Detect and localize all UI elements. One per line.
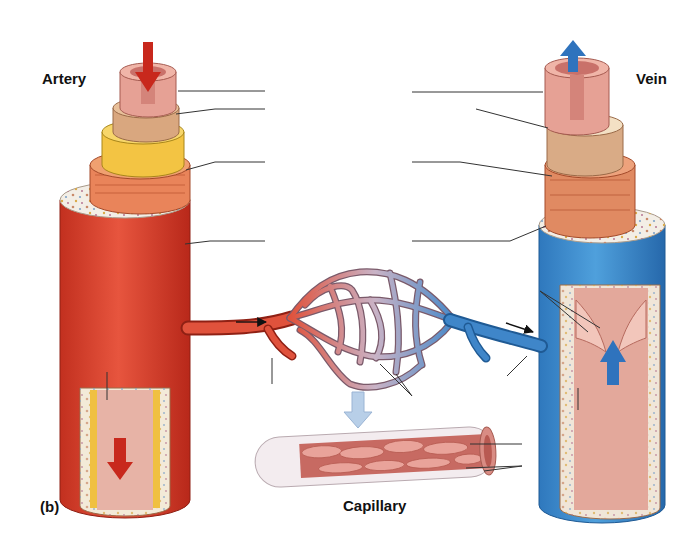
capillary-bed (468, 327, 486, 358)
leader-line (540, 291, 600, 328)
capillary-bed (305, 286, 363, 362)
capillary-figure (479, 427, 497, 476)
leader-line (540, 291, 588, 332)
artery-figure (135, 42, 161, 92)
leader-line (412, 92, 543, 93)
leader-line (507, 356, 527, 376)
leader-line (510, 226, 546, 241)
artery-figure (107, 438, 133, 480)
artery-figure (60, 42, 190, 518)
leader-line (215, 109, 265, 110)
leader-line (186, 162, 215, 170)
vein-figure (600, 340, 626, 385)
panel-letter: (b) (40, 498, 59, 516)
leader-line (578, 388, 579, 410)
capillary-figure (254, 426, 497, 489)
capillary-bed (370, 300, 382, 358)
capillary-figure (454, 453, 482, 464)
capillary-bed (268, 329, 292, 356)
capillary-bed (290, 272, 452, 388)
vessel-title: Capillary (343, 497, 406, 515)
capillary-figure (483, 435, 493, 467)
vein-figure (618, 300, 646, 352)
leader-line (215, 162, 265, 163)
flow-arrow (236, 322, 533, 332)
capillary-figure (364, 459, 404, 471)
leader-line (476, 109, 548, 128)
capillary-bed (330, 286, 342, 352)
artery-figure (80, 388, 170, 516)
capillary-bed (268, 329, 292, 356)
leader-line (412, 162, 460, 163)
vein-figure (560, 285, 660, 519)
vessel-title: Artery (42, 70, 86, 88)
artery-figure (80, 388, 170, 516)
flow-arrow (506, 323, 533, 332)
capillary-figure (406, 457, 450, 469)
vein-figure (545, 68, 609, 135)
capillary-bed (188, 318, 292, 328)
leader-line (272, 358, 273, 384)
vein-figure (560, 40, 586, 72)
capillary-bed (450, 320, 541, 346)
leader-line (380, 364, 412, 396)
leader-line (178, 91, 265, 92)
leader-line (185, 241, 210, 244)
capillary-figure (318, 462, 362, 474)
capillary-bed (468, 327, 486, 358)
capillary-bed (290, 272, 452, 388)
leader-line (460, 162, 552, 176)
artery-figure (153, 390, 160, 508)
capillary-bed (416, 282, 422, 365)
capillary-bed (370, 300, 382, 358)
capillary-bed (300, 330, 420, 387)
vessel-title: Vein (636, 70, 667, 88)
vein-figure (560, 285, 660, 519)
leader-line (412, 241, 510, 242)
capillary-bed (416, 282, 422, 365)
leader-line (107, 372, 108, 400)
vein-figure (539, 40, 665, 523)
leader-line (176, 109, 215, 114)
capillary-bed (390, 273, 398, 372)
capillary-figure (301, 445, 342, 459)
vein-figure (574, 288, 648, 510)
capillary-bed (188, 272, 541, 388)
capillary-figure (254, 426, 496, 488)
leader-line (484, 466, 522, 471)
capillary-figure (339, 446, 384, 460)
artery-figure (90, 390, 97, 508)
leader-line (210, 241, 265, 242)
leader-line (470, 444, 522, 445)
capillary-figure (299, 434, 489, 478)
capillary-bed (450, 320, 541, 346)
capillary-figure (383, 439, 424, 453)
capillary-bed (290, 318, 452, 357)
artery-figure (60, 200, 190, 518)
vein-figure (539, 225, 665, 523)
capillary-figure (423, 441, 468, 455)
capillary-bed (188, 318, 292, 328)
vein-figure (570, 75, 584, 120)
vein-figure (550, 180, 630, 210)
flow-arrow (236, 321, 266, 322)
leader-line (107, 91, 600, 471)
artery-figure (97, 390, 153, 510)
zoom-arrow (344, 392, 372, 428)
leader-line (396, 374, 412, 396)
